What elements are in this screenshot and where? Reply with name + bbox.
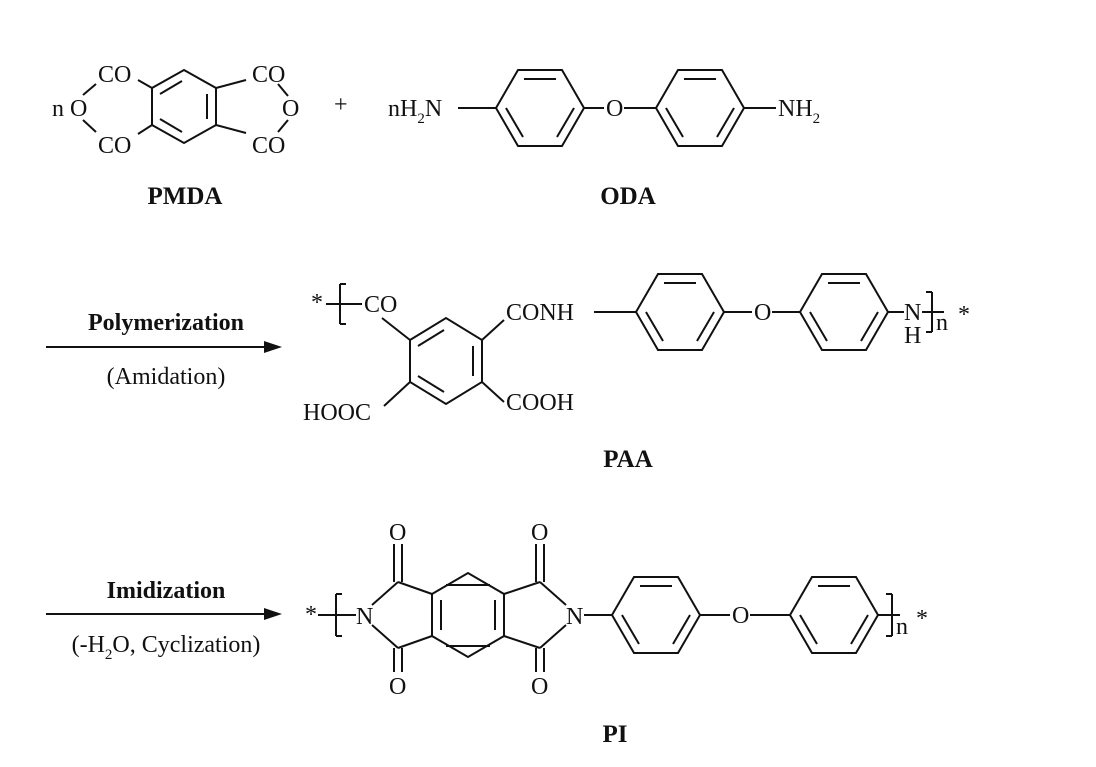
step1-arrowhead (264, 341, 282, 353)
paa-end-mark-left: * (311, 290, 323, 316)
pi-label: PI (603, 721, 628, 748)
step2-label: Imidization (107, 578, 226, 604)
plus-sign: + (334, 92, 348, 118)
pi-structure: * N O O O O N (305, 520, 928, 700)
oda-right-ring (654, 69, 746, 147)
pmda-co-bottom-right: CO (252, 133, 285, 159)
paa-ether-o: O (754, 300, 771, 326)
pi-carbonyl-o-top-left: O (389, 520, 406, 546)
step2-arrowhead (264, 608, 282, 620)
paa-nh-h: H (904, 323, 921, 349)
oda-left-ring (494, 69, 586, 147)
pi-imide-n-left: N (356, 604, 373, 630)
paa-left-phenyl-ring (634, 273, 726, 351)
paa-co-group: CO (364, 292, 397, 318)
pmda-anhydride-o-right: O (282, 96, 299, 122)
pi-left-phenyl-ring (610, 576, 702, 654)
paa-cooh-group: COOH (506, 390, 574, 416)
pi-ether-o: O (732, 603, 749, 629)
pmda-structure: n O CO CO CO CO O (52, 62, 299, 159)
step1-condition: (Amidation) (107, 364, 226, 390)
paa-repeat-n: n (936, 310, 948, 336)
step2-condition: (-H2O, Cyclization) (72, 632, 261, 663)
pi-right-phenyl-ring (788, 576, 880, 654)
pi-carbonyl-o-top-right: O (531, 520, 548, 546)
oda-structure: nH2N O NH2 (388, 69, 820, 147)
oda-ether-o: O (606, 96, 623, 122)
pmda-co-bottom-left: CO (98, 133, 131, 159)
pi-carbonyl-o-bottom-right: O (531, 674, 548, 700)
pi-imide-n-right: N (566, 604, 583, 630)
oda-right-amine: NH2 (778, 96, 820, 127)
oda-left-amine: nH2N (388, 96, 442, 127)
paa-benzene-ring (409, 316, 483, 406)
paa-hooc-group: HOOC (303, 400, 371, 426)
pi-end-mark-left: * (305, 602, 317, 628)
paa-label: PAA (603, 446, 653, 473)
paa-right-phenyl-ring (798, 273, 890, 351)
pmda-co-top-left: CO (98, 62, 131, 88)
pi-end-mark-right: * (916, 606, 928, 632)
oda-label: ODA (600, 183, 656, 210)
pi-carbonyl-o-bottom-left: O (389, 674, 406, 700)
paa-conh-group: CONH (506, 300, 574, 326)
pmda-co-top-right: CO (252, 62, 285, 88)
pmda-prefix-n: n (52, 96, 64, 122)
paa-nh-n: N (904, 300, 921, 326)
pi-repeat-n: n (896, 614, 908, 640)
paa-structure: * CO CONH O N H n * HOO (303, 273, 970, 426)
pmda-anhydride-o-left: O (70, 96, 87, 122)
pmda-label: PMDA (148, 183, 223, 210)
step1-label: Polymerization (88, 310, 244, 336)
paa-end-mark-right: * (958, 302, 970, 328)
